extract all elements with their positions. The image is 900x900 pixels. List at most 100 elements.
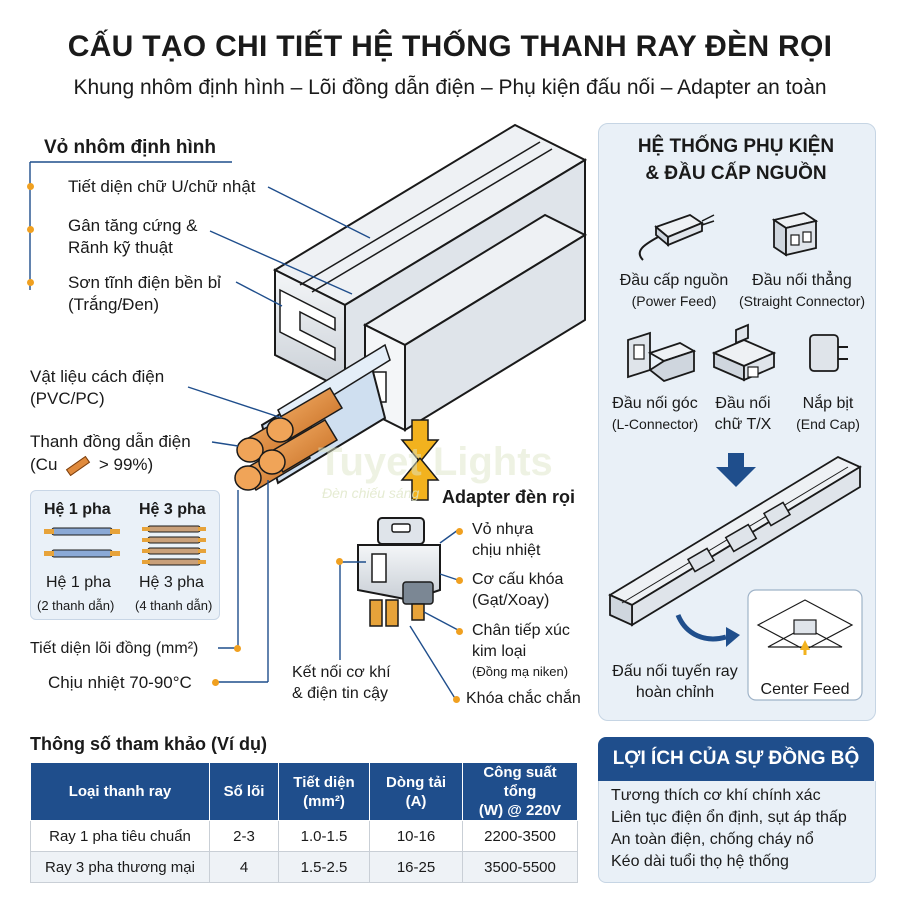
adapter-mech-2: & điện tin cậy: [292, 685, 389, 702]
accessory-name-1: Đầu nối thẳng: [752, 272, 852, 289]
accessory-name-0: Đầu cấp nguồn: [619, 272, 729, 289]
copper-label-pre: (Cu: [30, 455, 58, 474]
housing-leaders: [29, 161, 371, 683]
power-feed-icon: [638, 214, 715, 261]
bullet-dot: [336, 558, 343, 565]
table-cell: Ray 1 pha tiêu chuẩn: [30, 820, 210, 852]
insulation-label-2: (PVC/PC): [30, 389, 105, 408]
accessory-sub-2: (L-Connector): [611, 416, 699, 432]
phase-3-heading: Hệ 3 pha: [139, 501, 206, 518]
benefit-item: An toàn điện, chống cháy nổ: [611, 831, 814, 848]
heat-label: Chịu nhiệt 70-90°C: [48, 673, 192, 692]
copper-conductors: [234, 386, 344, 492]
adapter-contact-3: (Đồng mạ niken): [472, 664, 569, 679]
phase-1-label: Hệ 1 pha: [46, 574, 111, 591]
adapter-lock-1: Cơ cấu khóa: [472, 571, 564, 588]
accessory-sub-1: (Straight Connector): [738, 293, 866, 309]
phase-1-conductors: [44, 527, 120, 558]
watermark-tagline: Đèn chiếu sáng: [322, 485, 420, 501]
watermark-brand: Tuyet Lights: [318, 440, 553, 484]
housing-item-profile: Tiết diện chữ U/chữ nhật: [68, 177, 256, 196]
copper-bar-icon: [66, 455, 91, 476]
curved-arrow-icon: [675, 613, 740, 647]
spotlight-adapter: [357, 517, 441, 627]
copper-label-1: Thanh đồng dẫn điện: [30, 432, 191, 451]
housing-heading: Vỏ nhôm định hình: [44, 137, 217, 158]
benefit-item: Liên tục điện ổn định, sụt áp thấp: [611, 809, 847, 826]
accessories-title-1: HỆ THỐNG PHỤ KIỆN: [637, 136, 835, 157]
spec-table: Loại thanh ray Số lõi Tiết diện(mm²) Dòn…: [30, 762, 578, 883]
cross-section-label: Tiết diện lõi đồng (mm²): [30, 640, 199, 657]
assembled-rail-icon: [608, 455, 862, 627]
adapter-shell-1: Vỏ nhựa: [472, 521, 534, 538]
bullet-dot: [234, 645, 241, 652]
route-label-1: Đấu nối tuyến ray: [612, 663, 738, 680]
adapter-contact-2: kim loại: [472, 643, 527, 660]
benefits-title: LỢI ÍCH CỦA SỰ ĐỒNG BỘ: [598, 737, 874, 781]
benefits-panel: [598, 781, 876, 883]
table-header: Loại thanh ray: [30, 762, 210, 821]
adapter-lock-2: (Gạt/Xoay): [472, 592, 550, 609]
bullet-dot: [212, 679, 219, 686]
table-header: Số lõi: [209, 762, 279, 821]
table-cell: 1.0-1.5: [278, 820, 370, 852]
bullet-dot: [27, 183, 34, 190]
table-cell: 3500-5500: [462, 851, 578, 883]
table-row: Ray 3 pha thương mại 4 1.5-2.5 16-25 350…: [30, 851, 578, 883]
accessory-name-3: Đầu nối: [715, 395, 771, 412]
accessory-icons: [608, 212, 863, 701]
end-cap-icon: [809, 334, 848, 372]
table-cell: 16-25: [369, 851, 463, 883]
l-connector-icon: [627, 331, 697, 383]
accessory-sub-0: (Power Feed): [631, 293, 717, 309]
phase-1-note: (2 thanh dẫn): [37, 598, 115, 613]
benefit-item: Kéo dài tuổi thọ hệ thống: [611, 853, 789, 870]
page-subtitle: Khung nhôm định hình – Lõi đồng dẫn điện…: [73, 76, 827, 99]
bullet-dot: [27, 279, 34, 286]
straight-connector-icon: [771, 212, 819, 257]
table-cell: Ray 3 pha thương mại: [30, 851, 210, 883]
table-cell: 2-3: [209, 820, 279, 852]
accessory-name-2: Đầu nối góc: [612, 395, 698, 412]
adapter-contact-1: Chân tiếp xúc: [472, 622, 570, 639]
insert-arrow: [400, 419, 440, 501]
phase-conductor-icons: [44, 525, 206, 566]
center-feed-inset: [747, 589, 863, 701]
housing-item-coating-1: Sơn tĩnh điện bền bỉ: [68, 273, 221, 292]
page-title: CẤU TẠO CHI TIẾT HỆ THỐNG THANH RAY ĐÈN …: [67, 30, 833, 63]
insulation-label-1: Vật liệu cách điện: [30, 367, 165, 386]
table-row: Ray 1 pha tiêu chuẩn 2-3 1.0-1.5 10-16 2…: [30, 820, 578, 852]
accessory-sub-3: chữ T/X: [714, 416, 772, 433]
phase-3-label: Hệ 3 pha: [139, 574, 204, 591]
phase-3-conductors: [142, 525, 206, 566]
benefit-item: Tương thích cơ khí chính xác: [611, 787, 821, 804]
table-header: Công suất tổng(W) @ 220V: [462, 762, 578, 821]
center-feed-label: Center Feed: [760, 681, 850, 698]
table-header: Dòng tải(A): [369, 762, 463, 821]
phase-1-heading: Hệ 1 pha: [44, 501, 111, 518]
bullet-dot: [453, 696, 460, 703]
housing-item-ribs-2: Rãnh kỹ thuật: [68, 238, 173, 257]
table-header-row: Loại thanh ray Số lõi Tiết diện(mm²) Dòn…: [30, 762, 578, 821]
accessories-title-2: & ĐẦU CẤP NGUỒN: [645, 163, 827, 184]
copper-label-2: (Cu > 99%): [30, 454, 153, 476]
adapter-mech-1: Kết nối cơ khí: [292, 664, 391, 681]
bullet-dot: [456, 528, 463, 535]
adapter-leaders: [339, 529, 459, 701]
down-arrow-icon: [716, 453, 756, 487]
phase-3-note: (4 thanh dẫn): [135, 598, 213, 613]
accessory-name-4: Nắp bịt: [802, 395, 854, 412]
table-cell: 1.5-2.5: [278, 851, 370, 883]
bullet-dot: [456, 628, 463, 635]
bullet-dot: [456, 577, 463, 584]
tx-connector-icon: [711, 323, 777, 382]
adapter-title: Adapter đèn rọi: [442, 487, 576, 507]
spec-table-title: Thông số tham khảo (Ví dụ): [30, 734, 267, 754]
table-cell: 10-16: [369, 820, 463, 852]
housing-item-coating-2: (Trắng/Đen): [68, 295, 160, 314]
adapter-shell-2: chịu nhiệt: [472, 542, 541, 559]
bullet-dot: [27, 226, 34, 233]
adapter-secure: Khóa chắc chắn: [466, 690, 581, 707]
table-cell: 2200-3500: [462, 820, 578, 852]
housing-item-ribs-1: Gân tăng cứng &: [68, 216, 198, 235]
